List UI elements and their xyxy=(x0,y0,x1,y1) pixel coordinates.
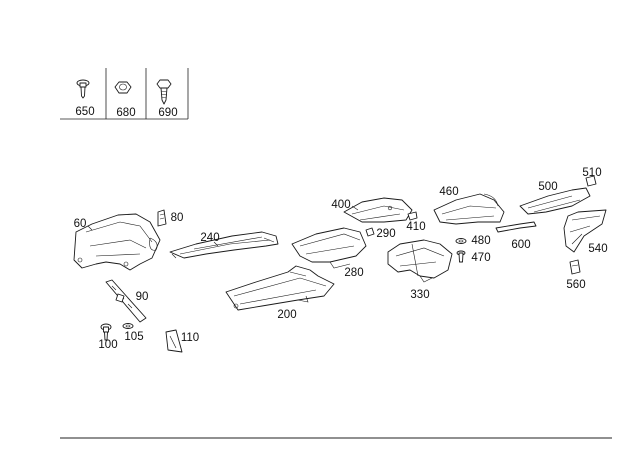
callout-460: 460 xyxy=(439,186,458,198)
callout-80: 80 xyxy=(171,212,184,224)
part-470-bolt[interactable] xyxy=(456,250,466,263)
part-600-strip[interactable] xyxy=(495,221,537,233)
callout-200: 200 xyxy=(277,309,296,321)
part-80-clip[interactable] xyxy=(157,209,167,227)
callout-100: 100 xyxy=(98,339,117,351)
part-100-bolt[interactable] xyxy=(100,323,112,341)
part-330-exhaust-shield[interactable] xyxy=(387,239,453,283)
callout-480: 480 xyxy=(471,235,490,247)
part-110-cover[interactable] xyxy=(165,329,183,353)
part-400-cover[interactable] xyxy=(343,197,413,223)
callout-105: 105 xyxy=(124,331,143,343)
callout-400: 400 xyxy=(331,199,350,211)
part-280-shield[interactable] xyxy=(291,227,367,269)
part-200-underbody-shield[interactable] xyxy=(225,265,335,311)
callout-500: 500 xyxy=(538,181,557,193)
part-240-tunnel-shield[interactable] xyxy=(169,231,279,259)
part-510-clip[interactable] xyxy=(585,175,597,187)
part-90-bracket[interactable] xyxy=(105,279,147,323)
callout-280: 280 xyxy=(344,267,363,279)
part-500-rear-shield[interactable] xyxy=(519,187,591,215)
part-290-clip[interactable] xyxy=(365,227,375,237)
callout-90: 90 xyxy=(136,291,149,303)
callout-560: 560 xyxy=(566,279,585,291)
callout-510: 510 xyxy=(582,167,601,179)
fastener-legend-table: 650 680 690 xyxy=(60,68,189,120)
callout-540: 540 xyxy=(588,243,607,255)
callout-470: 470 xyxy=(471,252,490,264)
callout-60: 60 xyxy=(74,218,87,230)
legend-number-690: 690 xyxy=(158,107,177,119)
part-560-clip[interactable] xyxy=(569,259,581,275)
callout-410: 410 xyxy=(406,221,425,233)
callout-110: 110 xyxy=(181,332,199,344)
part-480-grommet[interactable] xyxy=(455,238,467,244)
callout-240: 240 xyxy=(200,232,219,244)
callout-600: 600 xyxy=(511,239,530,251)
callout-330: 330 xyxy=(410,289,429,301)
screw-icon xyxy=(76,79,90,99)
part-105-washer[interactable] xyxy=(122,323,134,329)
part-60-heat-shield[interactable] xyxy=(73,213,161,271)
legend-number-680: 680 xyxy=(116,107,135,119)
self-tapping-screw-icon xyxy=(156,79,172,105)
part-540-vertical-shield[interactable] xyxy=(563,209,607,253)
part-410-clip[interactable] xyxy=(407,211,418,221)
legend-number-650: 650 xyxy=(75,106,94,118)
callout-290: 290 xyxy=(376,228,395,240)
part-460-curved-shield[interactable] xyxy=(433,193,505,225)
nut-icon xyxy=(114,81,132,94)
